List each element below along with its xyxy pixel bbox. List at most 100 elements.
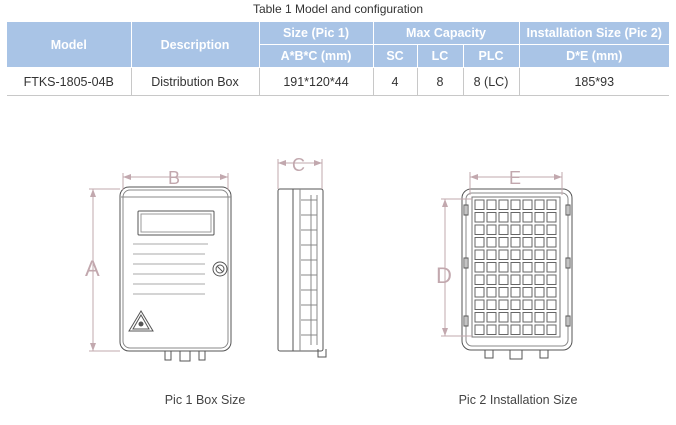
grid-cell [510,274,521,285]
dimension-b [122,173,229,190]
grid-cell [498,324,509,335]
grid-cell [498,212,509,223]
grid-cell [498,237,509,248]
grid-cell [474,262,485,273]
header-description: Description [131,22,260,68]
header-size-sub: A*B*C (mm) [259,44,374,68]
table-row: FTKS-1805-04B Distribution Box 191*120*4… [7,67,669,96]
pic2-label: Pic 2 Installation Size [458,393,578,407]
grid-cell [522,224,533,235]
grid-cell [510,262,521,273]
grid-cell [546,287,557,298]
grid-cell [498,312,509,323]
cell-installation: 185*93 [519,67,669,96]
back-grid [474,199,557,335]
grid-cell [534,312,545,323]
dim-c-label: C [292,155,305,175]
grid-cell [486,249,497,260]
header-installation-size: Installation Size (Pic 2) [519,22,669,45]
grid-cell [534,324,545,335]
dimension-d [441,198,472,337]
dim-e-label: E [509,168,521,188]
grid-cell [522,287,533,298]
grid-cell [486,237,497,248]
grid-cell [522,262,533,273]
grid-cell [498,262,509,273]
grid-cell [546,274,557,285]
grid-cell [534,212,545,223]
grid-cell [510,324,521,335]
grid-cell [522,274,533,285]
side-view-drawing [277,188,327,358]
dimension-c [277,159,323,189]
grid-cell [522,212,533,223]
technical-drawings: A B C [85,155,573,362]
grid-cell [486,299,497,310]
model-configuration-table: Model Description Size (Pic 1) Max Capac… [7,22,669,96]
grid-cell [534,262,545,273]
grid-cell [474,274,485,285]
header-lc: LC [417,44,464,68]
grid-cell [546,262,557,273]
header-max-capacity: Max Capacity [373,22,520,45]
grid-cell [546,249,557,260]
grid-cell [546,237,557,248]
cell-model: FTKS-1805-04B [7,67,132,96]
pic1-label: Pic 1 Box Size [164,393,246,407]
grid-cell [534,299,545,310]
grid-cell [510,287,521,298]
grid-cell [534,274,545,285]
grid-cell [522,249,533,260]
grid-cell [486,262,497,273]
back-view-drawing [461,188,573,351]
dimension-e [469,172,563,195]
grid-cell [534,199,545,210]
grid-cell [546,299,557,310]
grid-cell [510,312,521,323]
dim-b-label: B [168,168,180,188]
header-sc: SC [373,44,418,68]
grid-cell [498,274,509,285]
grid-cell [510,299,521,310]
grid-cell [474,199,485,210]
grid-cell [510,224,521,235]
dimension-a [89,188,120,352]
grid-cell [546,312,557,323]
grid-cell [546,324,557,335]
header-model: Model [7,22,132,68]
grid-cell [474,324,485,335]
cell-description: Distribution Box [131,67,260,96]
grid-cell [486,212,497,223]
grid-cell [474,287,485,298]
grid-cell [498,249,509,260]
grid-cell [534,249,545,260]
grid-cell [486,274,497,285]
grid-cell [498,299,509,310]
grid-cell [474,312,485,323]
grid-cell [474,224,485,235]
grid-cell [546,212,557,223]
grid-cell [486,312,497,323]
grid-cell [546,224,557,235]
grid-cell [474,212,485,223]
grid-cell [534,224,545,235]
grid-cell [534,287,545,298]
grid-cell [546,199,557,210]
grid-cell [486,324,497,335]
dim-d-label: D [436,263,452,288]
grid-cell [522,299,533,310]
grid-cell [510,237,521,248]
grid-cell [522,199,533,210]
header-plc: PLC [463,44,520,68]
grid-cell [522,312,533,323]
grid-cell [498,287,509,298]
table-caption: Table 1 Model and configuration [252,2,424,16]
cell-sc: 4 [373,67,418,96]
grid-cell [510,249,521,260]
header-size: Size (Pic 1) [259,22,374,45]
grid-cell [486,287,497,298]
grid-cell [498,199,509,210]
grid-cell [486,199,497,210]
cell-size: 191*120*44 [259,67,374,96]
dim-a-label: A [85,256,100,281]
